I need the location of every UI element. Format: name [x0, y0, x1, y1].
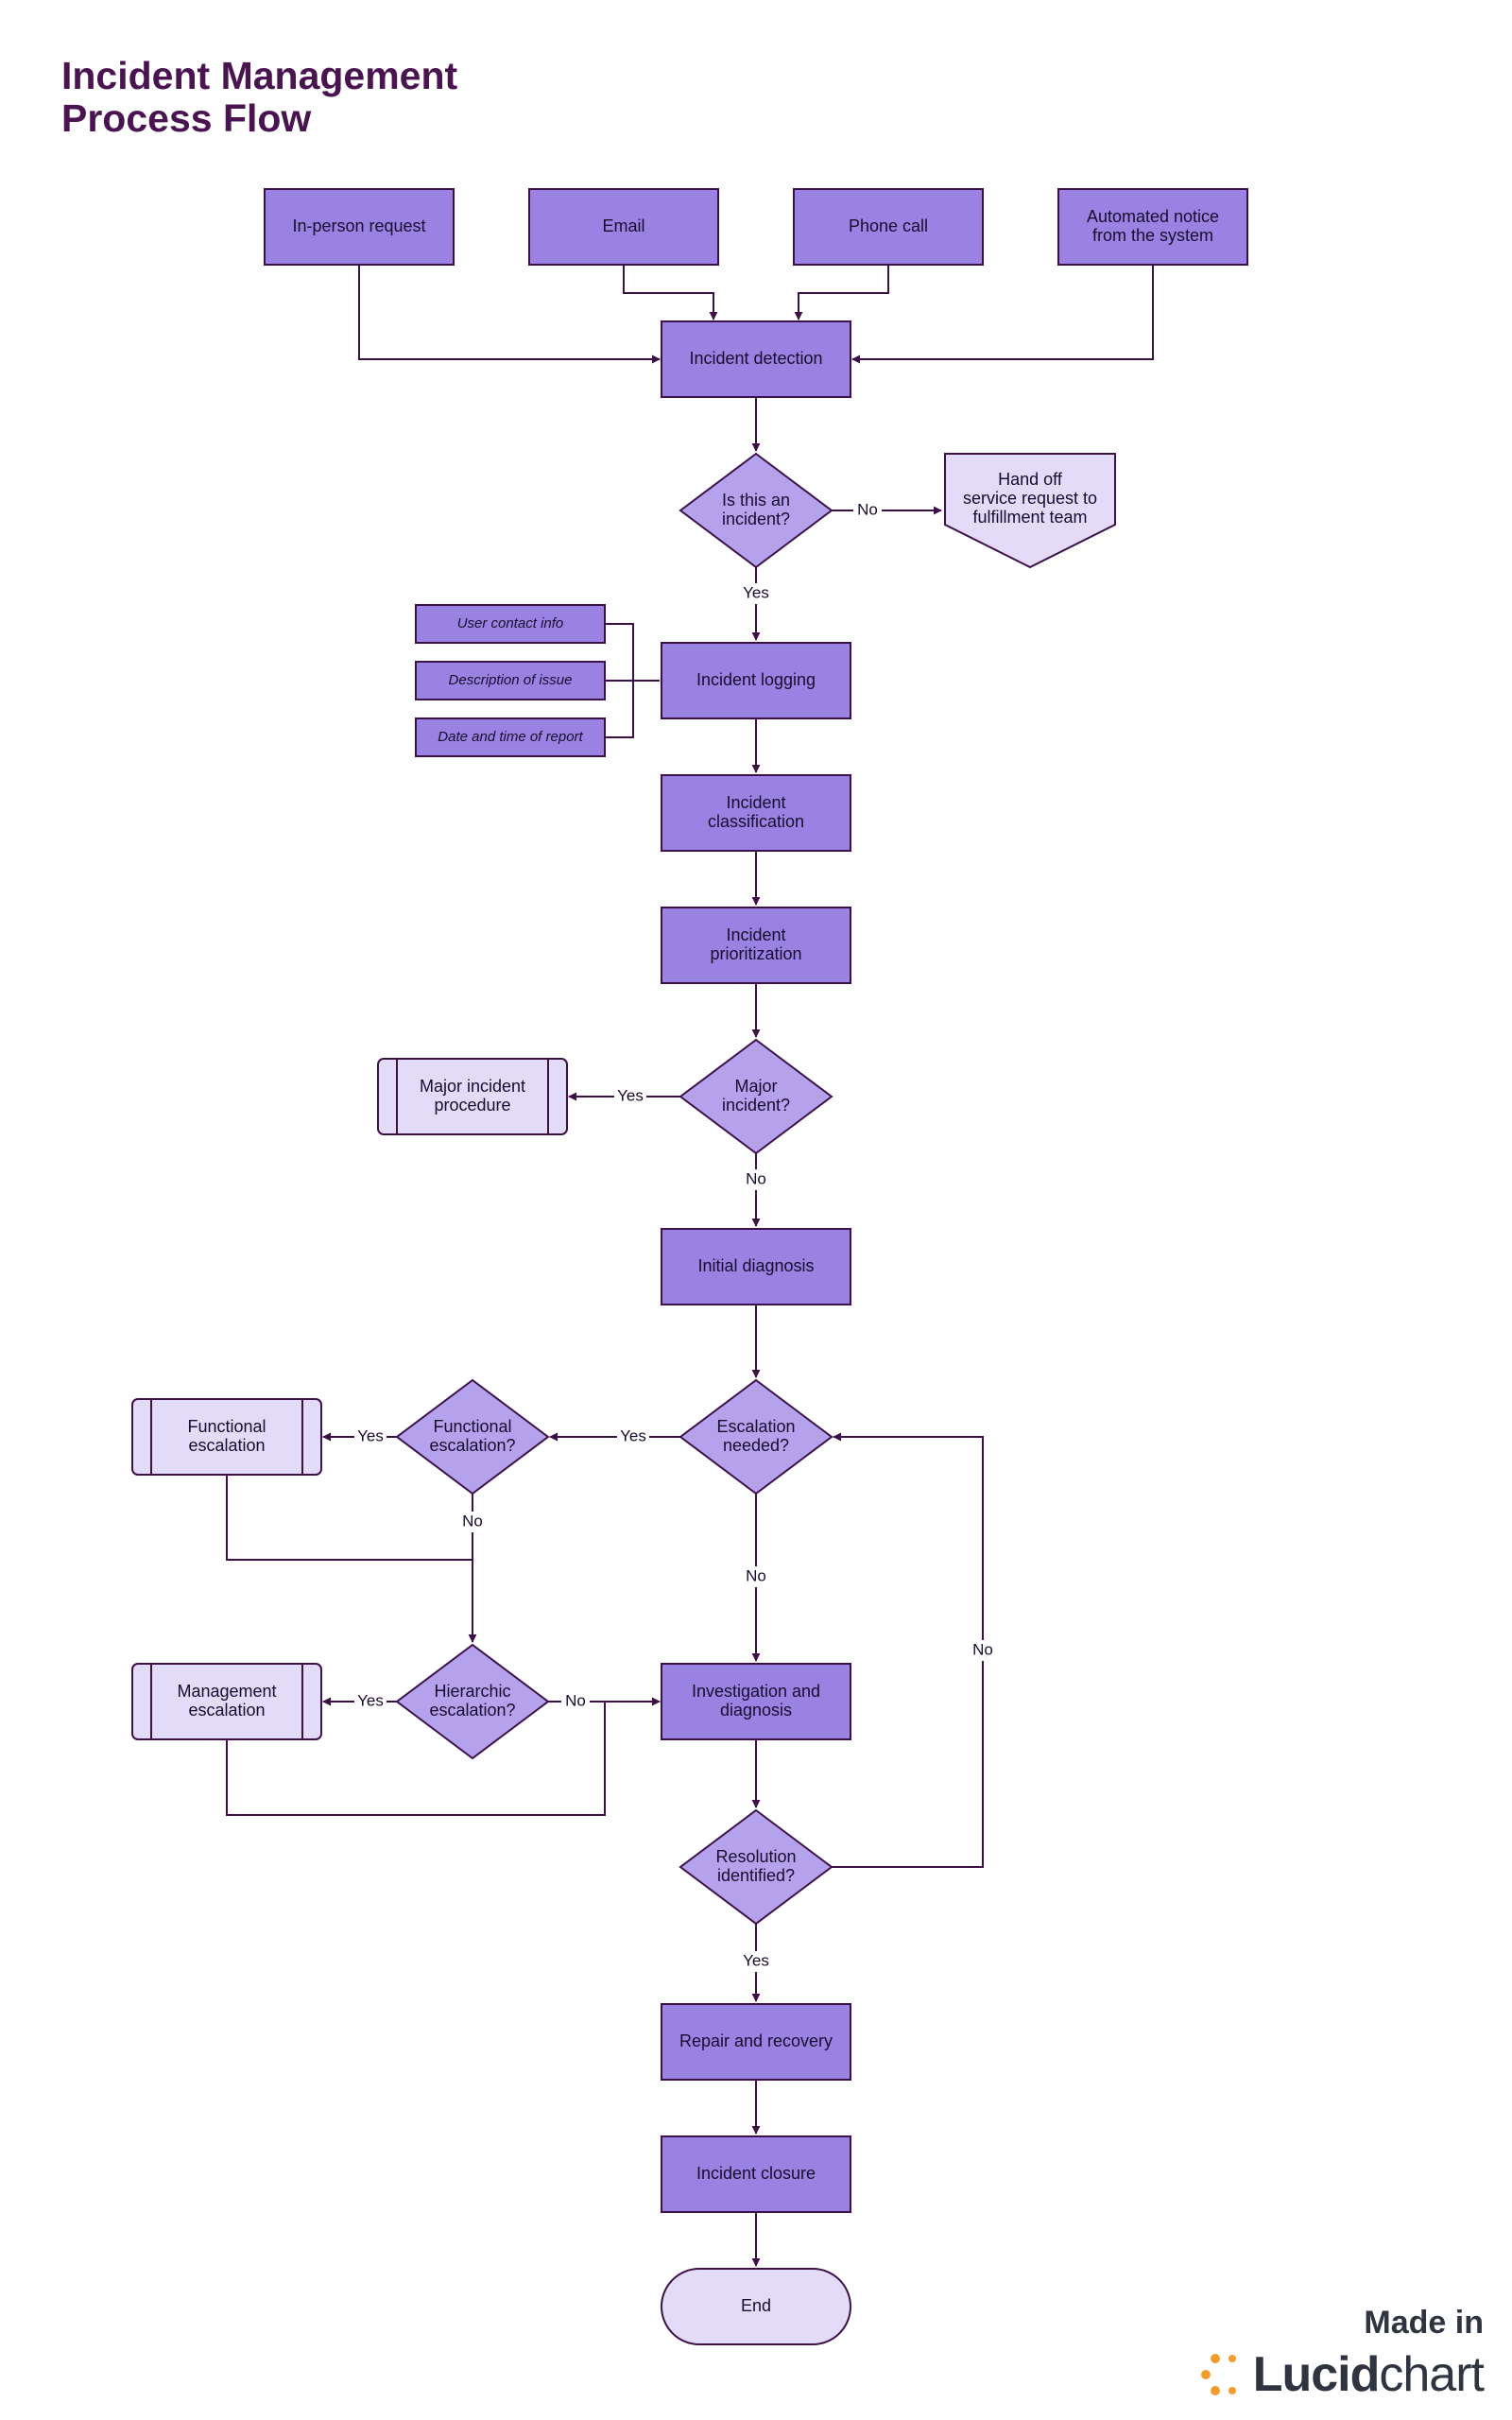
- node-investigation-diagnosis: Investigation and diagnosis: [661, 1663, 851, 1740]
- label-escalation-yes: Yes: [620, 1426, 646, 1444]
- decision-functional-escalation: Functional escalation?: [395, 1378, 550, 1495]
- title-line-2: Process Flow: [61, 96, 312, 140]
- node-email: Email: [528, 188, 719, 266]
- decision-escalation-label-1: Escalation: [716, 1417, 795, 1436]
- edge-auto-to-detection: [851, 265, 1154, 364]
- node-investigation-label-2: diagnosis: [720, 1701, 792, 1720]
- attribute-user-contact: User contact info: [415, 604, 606, 644]
- label-resolution-yes: Yes: [743, 1951, 769, 1969]
- lucidchart-name-bold: Lucid: [1252, 2347, 1381, 2402]
- node-initial-diag-label: Initial diagnosis: [697, 1256, 814, 1275]
- decision-resolution-label-1: Resolution: [715, 1847, 796, 1866]
- node-hand-off-label-1: Hand off: [998, 470, 1063, 489]
- node-hand-off: Hand off service request to fulfillment …: [944, 453, 1116, 569]
- node-incident-prioritization: Incident prioritization: [661, 907, 851, 984]
- decision-escalation-label-2: needed?: [723, 1436, 789, 1455]
- node-detection-label: Incident detection: [689, 349, 822, 368]
- node-logging-label: Incident logging: [696, 670, 816, 689]
- label-escalation-no: No: [746, 1566, 766, 1584]
- node-investigation-label-1: Investigation and: [692, 1682, 820, 1701]
- node-closure-label: Incident closure: [696, 2164, 816, 2183]
- decision-escalation-needed: Escalation needed?: [679, 1378, 833, 1495]
- node-incident-detection: Incident detection: [661, 320, 851, 398]
- node-incident-closure: Incident closure: [661, 2135, 851, 2213]
- attribute-user-contact-label: User contact info: [457, 615, 564, 631]
- node-end: End: [661, 2268, 851, 2345]
- decision-resolution-label-2: identified?: [717, 1866, 795, 1885]
- decision-resolution-identified: Resolution identified?: [679, 1808, 833, 1926]
- label-major-yes: Yes: [617, 1086, 644, 1104]
- decision-is-incident: Is this an incident?: [679, 452, 833, 569]
- node-prioritization-label-1: Incident: [726, 925, 785, 944]
- node-prioritization-label-2: prioritization: [710, 944, 801, 963]
- node-major-proc-label-2: procedure: [434, 1096, 510, 1115]
- label-is-incident-no: No: [857, 500, 878, 518]
- node-functional-esc-label-1: Functional: [187, 1417, 266, 1436]
- label-is-incident-yes: Yes: [743, 583, 769, 601]
- decision-hierarchic-label-2: escalation?: [429, 1701, 515, 1720]
- lucidchart-name-rest: chart: [1379, 2347, 1485, 2402]
- attribute-description-label: Description of issue: [449, 672, 573, 688]
- node-incident-classification: Incident classification: [661, 774, 851, 852]
- node-automated-notice: Automated notice from the system: [1057, 188, 1248, 266]
- edge-attributes-bracket: [605, 623, 660, 738]
- edge-management-esc-merge: [226, 1702, 606, 1816]
- lucidchart-wordmark: Lucidchart: [1200, 2346, 1485, 2403]
- page-title: Incident Management Process Flow: [61, 55, 457, 140]
- node-in-person-label: In-person request: [292, 216, 425, 235]
- edge-resolution-no: [832, 1432, 984, 1868]
- node-management-esc-label-2: escalation: [188, 1701, 265, 1720]
- decision-major-incident: Major incident?: [679, 1038, 833, 1155]
- lucidchart-logo-icon: [1200, 2354, 1236, 2395]
- title-line-1: Incident Management: [61, 54, 458, 97]
- node-hand-off-label-2: service request to: [963, 489, 1097, 508]
- attribute-date-time: Date and time of report: [415, 717, 606, 757]
- node-auto-label-1: Automated notice: [1087, 207, 1219, 226]
- decision-is-incident-label-1: Is this an: [722, 491, 790, 510]
- node-classification-label-1: Incident: [726, 793, 785, 812]
- decision-major-label-2: incident?: [722, 1096, 790, 1115]
- node-major-proc-label-1: Major incident: [420, 1077, 525, 1096]
- label-functional-yes: Yes: [357, 1426, 384, 1444]
- decision-hierarchic-escalation: Hierarchic escalation?: [395, 1643, 550, 1760]
- lucidchart-name: Lucidchart: [1252, 2346, 1485, 2403]
- node-hand-off-label-3: fulfillment team: [972, 508, 1087, 527]
- label-resolution-no: No: [972, 1640, 993, 1658]
- node-email-label: Email: [602, 216, 644, 235]
- node-management-escalation: Management escalation: [131, 1663, 322, 1740]
- node-major-incident-procedure: Major incident procedure: [377, 1058, 568, 1135]
- edge-phone-to-detection: [794, 265, 889, 320]
- node-initial-diagnosis: Initial diagnosis: [661, 1228, 851, 1305]
- node-management-esc-label-1: Management: [177, 1682, 276, 1701]
- node-in-person-request: In-person request: [264, 188, 455, 266]
- node-phone-label: Phone call: [849, 216, 928, 235]
- decision-functional-label-2: escalation?: [429, 1436, 515, 1455]
- decision-is-incident-label-2: incident?: [722, 510, 790, 528]
- node-functional-esc-label-2: escalation: [188, 1436, 265, 1455]
- label-hierarchic-no: No: [565, 1691, 586, 1709]
- node-incident-logging: Incident logging: [661, 642, 851, 719]
- node-phone-call: Phone call: [793, 188, 984, 266]
- edge-in-person-to-detection: [358, 265, 661, 364]
- label-functional-no: No: [462, 1512, 483, 1530]
- node-functional-escalation: Functional escalation: [131, 1398, 322, 1476]
- edge-email-to-detection: [623, 265, 718, 320]
- lucidchart-badge[interactable]: Made in Lucidchart: [1172, 2305, 1485, 2402]
- node-repair-label: Repair and recovery: [679, 2031, 833, 2050]
- label-hierarchic-yes: Yes: [357, 1691, 384, 1709]
- attribute-description: Description of issue: [415, 661, 606, 700]
- node-repair-recovery: Repair and recovery: [661, 2003, 851, 2081]
- decision-major-label-1: Major: [734, 1077, 777, 1096]
- made-in-text: Made in: [1364, 2305, 1484, 2341]
- decision-functional-label-1: Functional: [433, 1417, 511, 1436]
- label-major-no: No: [746, 1169, 766, 1187]
- edge-functional-esc-merge: [226, 1475, 472, 1561]
- node-end-label: End: [741, 2296, 771, 2315]
- node-classification-label-2: classification: [708, 812, 804, 831]
- attribute-date-time-label: Date and time of report: [438, 729, 583, 745]
- decision-hierarchic-label-1: Hierarchic: [434, 1682, 510, 1701]
- node-auto-label-2: from the system: [1092, 226, 1213, 245]
